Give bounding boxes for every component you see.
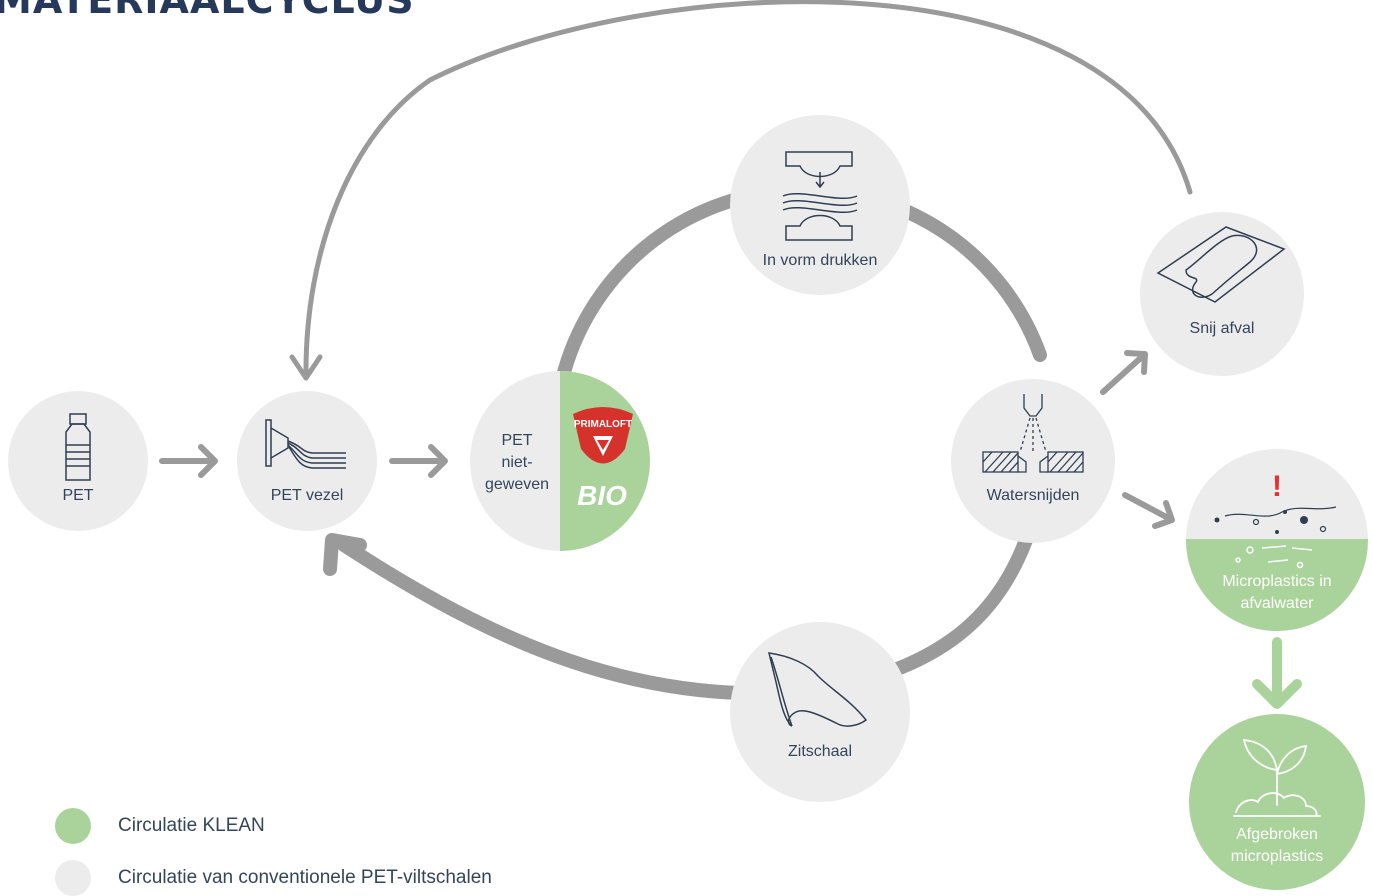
node-snij-afval: Snij afval <box>1140 212 1304 376</box>
arrow-vezel-to-nonwoven <box>389 444 448 478</box>
mold-press-icon <box>782 151 858 241</box>
node-pet: PET <box>8 391 148 531</box>
primaloft-wordmark: PRIMALOFT <box>574 419 632 430</box>
arrow-to-microplastics <box>1122 492 1175 529</box>
afgebroken-label-1: Afgebroken <box>1236 826 1318 843</box>
cut-waste-icon <box>1156 226 1286 303</box>
arrow-to-snij-afval <box>1100 350 1148 395</box>
node-in-vorm-drukken-label: In vorm drukken <box>763 252 878 269</box>
legend-swatch-conventional <box>55 860 91 896</box>
arrow-to-afgebroken <box>1252 637 1302 709</box>
legend-item-klean: Circulatie KLEAN <box>55 808 265 844</box>
seat-shell-icon <box>768 652 868 727</box>
arrow-pet-to-vezel <box>159 444 218 478</box>
page-title: MATERIAALCYCLUS <box>0 0 415 22</box>
particles-icon <box>1214 510 1308 534</box>
bio-wordmark: BIO <box>577 480 627 511</box>
legend-label-klean: Circulatie KLEAN <box>118 815 265 836</box>
legend-item-conventional: Circulatie van conventionele PET-viltsch… <box>55 860 492 896</box>
microplastics-label-2: afvalwater <box>1241 595 1315 612</box>
recycle-arc <box>289 0 1193 381</box>
nonwoven-label-3: geweven <box>485 476 549 493</box>
afgebroken-label-2: microplastics <box>1231 848 1323 865</box>
node-pet-label: PET <box>62 487 93 504</box>
sprout-icon <box>1233 738 1321 817</box>
waterjet-icon <box>982 394 1084 473</box>
legend-label-conventional: Circulatie van conventionele PET-viltsch… <box>118 867 492 888</box>
node-pet-vezel-label: PET vezel <box>271 487 344 504</box>
fiber-extruder-icon <box>265 419 346 469</box>
nonwoven-label-2: niet- <box>501 454 532 471</box>
bottle-icon <box>65 413 91 481</box>
node-pet-vezel: PET vezel <box>237 391 377 531</box>
node-afgebroken: Afgebroken microplastics <box>1189 714 1365 890</box>
node-snij-afval-label: Snij afval <box>1190 320 1255 337</box>
node-microplastics: ! Microplastics in afvalwater <box>1186 449 1368 631</box>
legend-swatch-klean <box>55 808 91 844</box>
primaloft-bio-logo: PRIMALOFT BIO <box>573 407 633 511</box>
node-watersnijden-label: Watersnijden <box>987 487 1080 504</box>
node-watersnijden: Watersnijden <box>951 379 1115 543</box>
nonwoven-label-1: PET <box>501 432 532 449</box>
microplastics-label-1: Microplastics in <box>1222 573 1331 590</box>
node-zitschaal-label: Zitschaal <box>788 743 852 760</box>
alert-mark: ! <box>1272 470 1282 503</box>
cycle-ring <box>323 182 1047 701</box>
node-zitschaal: Zitschaal <box>730 622 910 802</box>
node-pet-nonwoven: PET niet- geweven PRIMALOFT BIO <box>470 371 650 551</box>
node-in-vorm-drukken: In vorm drukken <box>730 115 910 295</box>
